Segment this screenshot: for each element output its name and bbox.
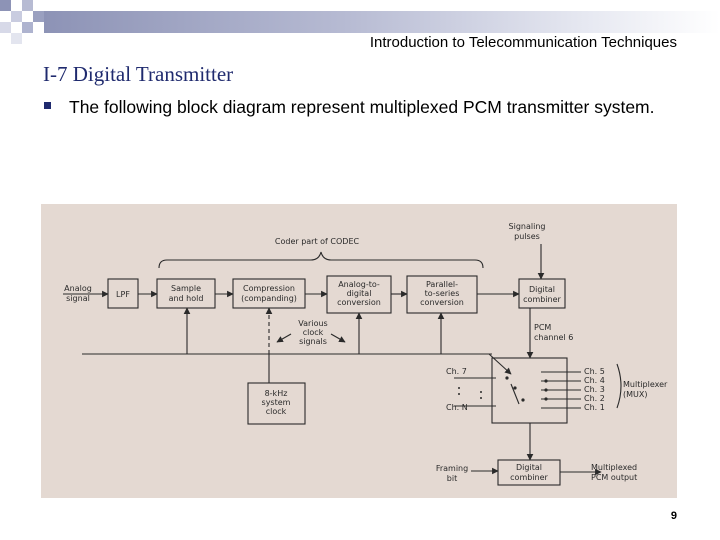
diagram-label: clock [303, 328, 324, 337]
diagram-label: Ch. 1 [584, 403, 605, 412]
diagram-label: digital [347, 289, 372, 298]
header-gradient-bar [44, 11, 720, 33]
diagram-label: combiner [523, 295, 561, 304]
header-tile [11, 11, 22, 22]
diagram-label: Framing [436, 464, 468, 473]
diagram-label: Ch. 2 [584, 394, 605, 403]
diagram-canvas: Coder part of CODEC Signaling pulses Ana… [63, 222, 668, 486]
diagram-label: conversion [337, 298, 381, 307]
diagram-label: 8-kHz [265, 389, 288, 398]
diagram-label: Multiplexed [591, 463, 637, 472]
diagram-label: Analog-to- [338, 280, 380, 289]
diagram-label: (MUX) [623, 390, 647, 399]
diagram-label: Various [298, 319, 327, 328]
diagram-label: Ch. 3 [584, 385, 605, 394]
diagram-label: and hold [169, 294, 204, 303]
diagram-label: Signaling [509, 222, 546, 231]
diagram-label: Ch. N [446, 403, 468, 412]
diagram-label: channel 6 [534, 333, 573, 342]
diagram-label: (companding) [241, 294, 297, 303]
course-title: Introduction to Telecommunication Techni… [369, 34, 677, 51]
header-tile [22, 22, 33, 33]
diagram-label: Analog [64, 284, 92, 293]
header-tile [22, 0, 33, 11]
diagram-label: Coder part of CODEC [275, 237, 360, 246]
diagram-label: Compression [243, 284, 295, 293]
diagram-label: Digital [529, 285, 555, 294]
diagram-label: Ch. 5 [584, 367, 605, 376]
diagram-label: signals [299, 337, 327, 346]
diagram-label: Sample [171, 284, 201, 293]
diagram-label: clock [266, 407, 287, 416]
diagram-label: Digital [516, 463, 542, 472]
bullet-text: The following block diagram represent mu… [69, 97, 655, 117]
diagram-label: system [262, 398, 291, 407]
header-tile [0, 0, 11, 11]
bullet-square-icon [44, 102, 51, 109]
diagram-label: bit [447, 474, 457, 483]
header-decoration [0, 0, 720, 56]
page-number: 9 [670, 510, 677, 522]
diagram-label: PCM [534, 323, 551, 332]
diagram-label: PCM output [591, 473, 637, 482]
diagram-label: to-series [425, 289, 460, 298]
diagram-label: signal [66, 294, 90, 303]
header-tile [11, 33, 22, 44]
diagram-label: combiner [510, 473, 548, 482]
slide-title: I-7 Digital Transmitter [43, 62, 234, 86]
header-tile [33, 11, 44, 22]
diagram-label: Parallel- [426, 280, 458, 289]
diagram-label: pulses [514, 232, 540, 241]
diagram-label: Ch. 4 [584, 376, 605, 385]
diagram-label: Ch. 7 [446, 367, 467, 376]
diagram-label: Multiplexer [623, 380, 668, 389]
diagram-label: conversion [420, 298, 464, 307]
diagram-label: LPF [116, 290, 130, 299]
header-tile [0, 22, 11, 33]
pcm-block-diagram: Coder part of CODEC Signaling pulses Ana… [41, 204, 677, 498]
